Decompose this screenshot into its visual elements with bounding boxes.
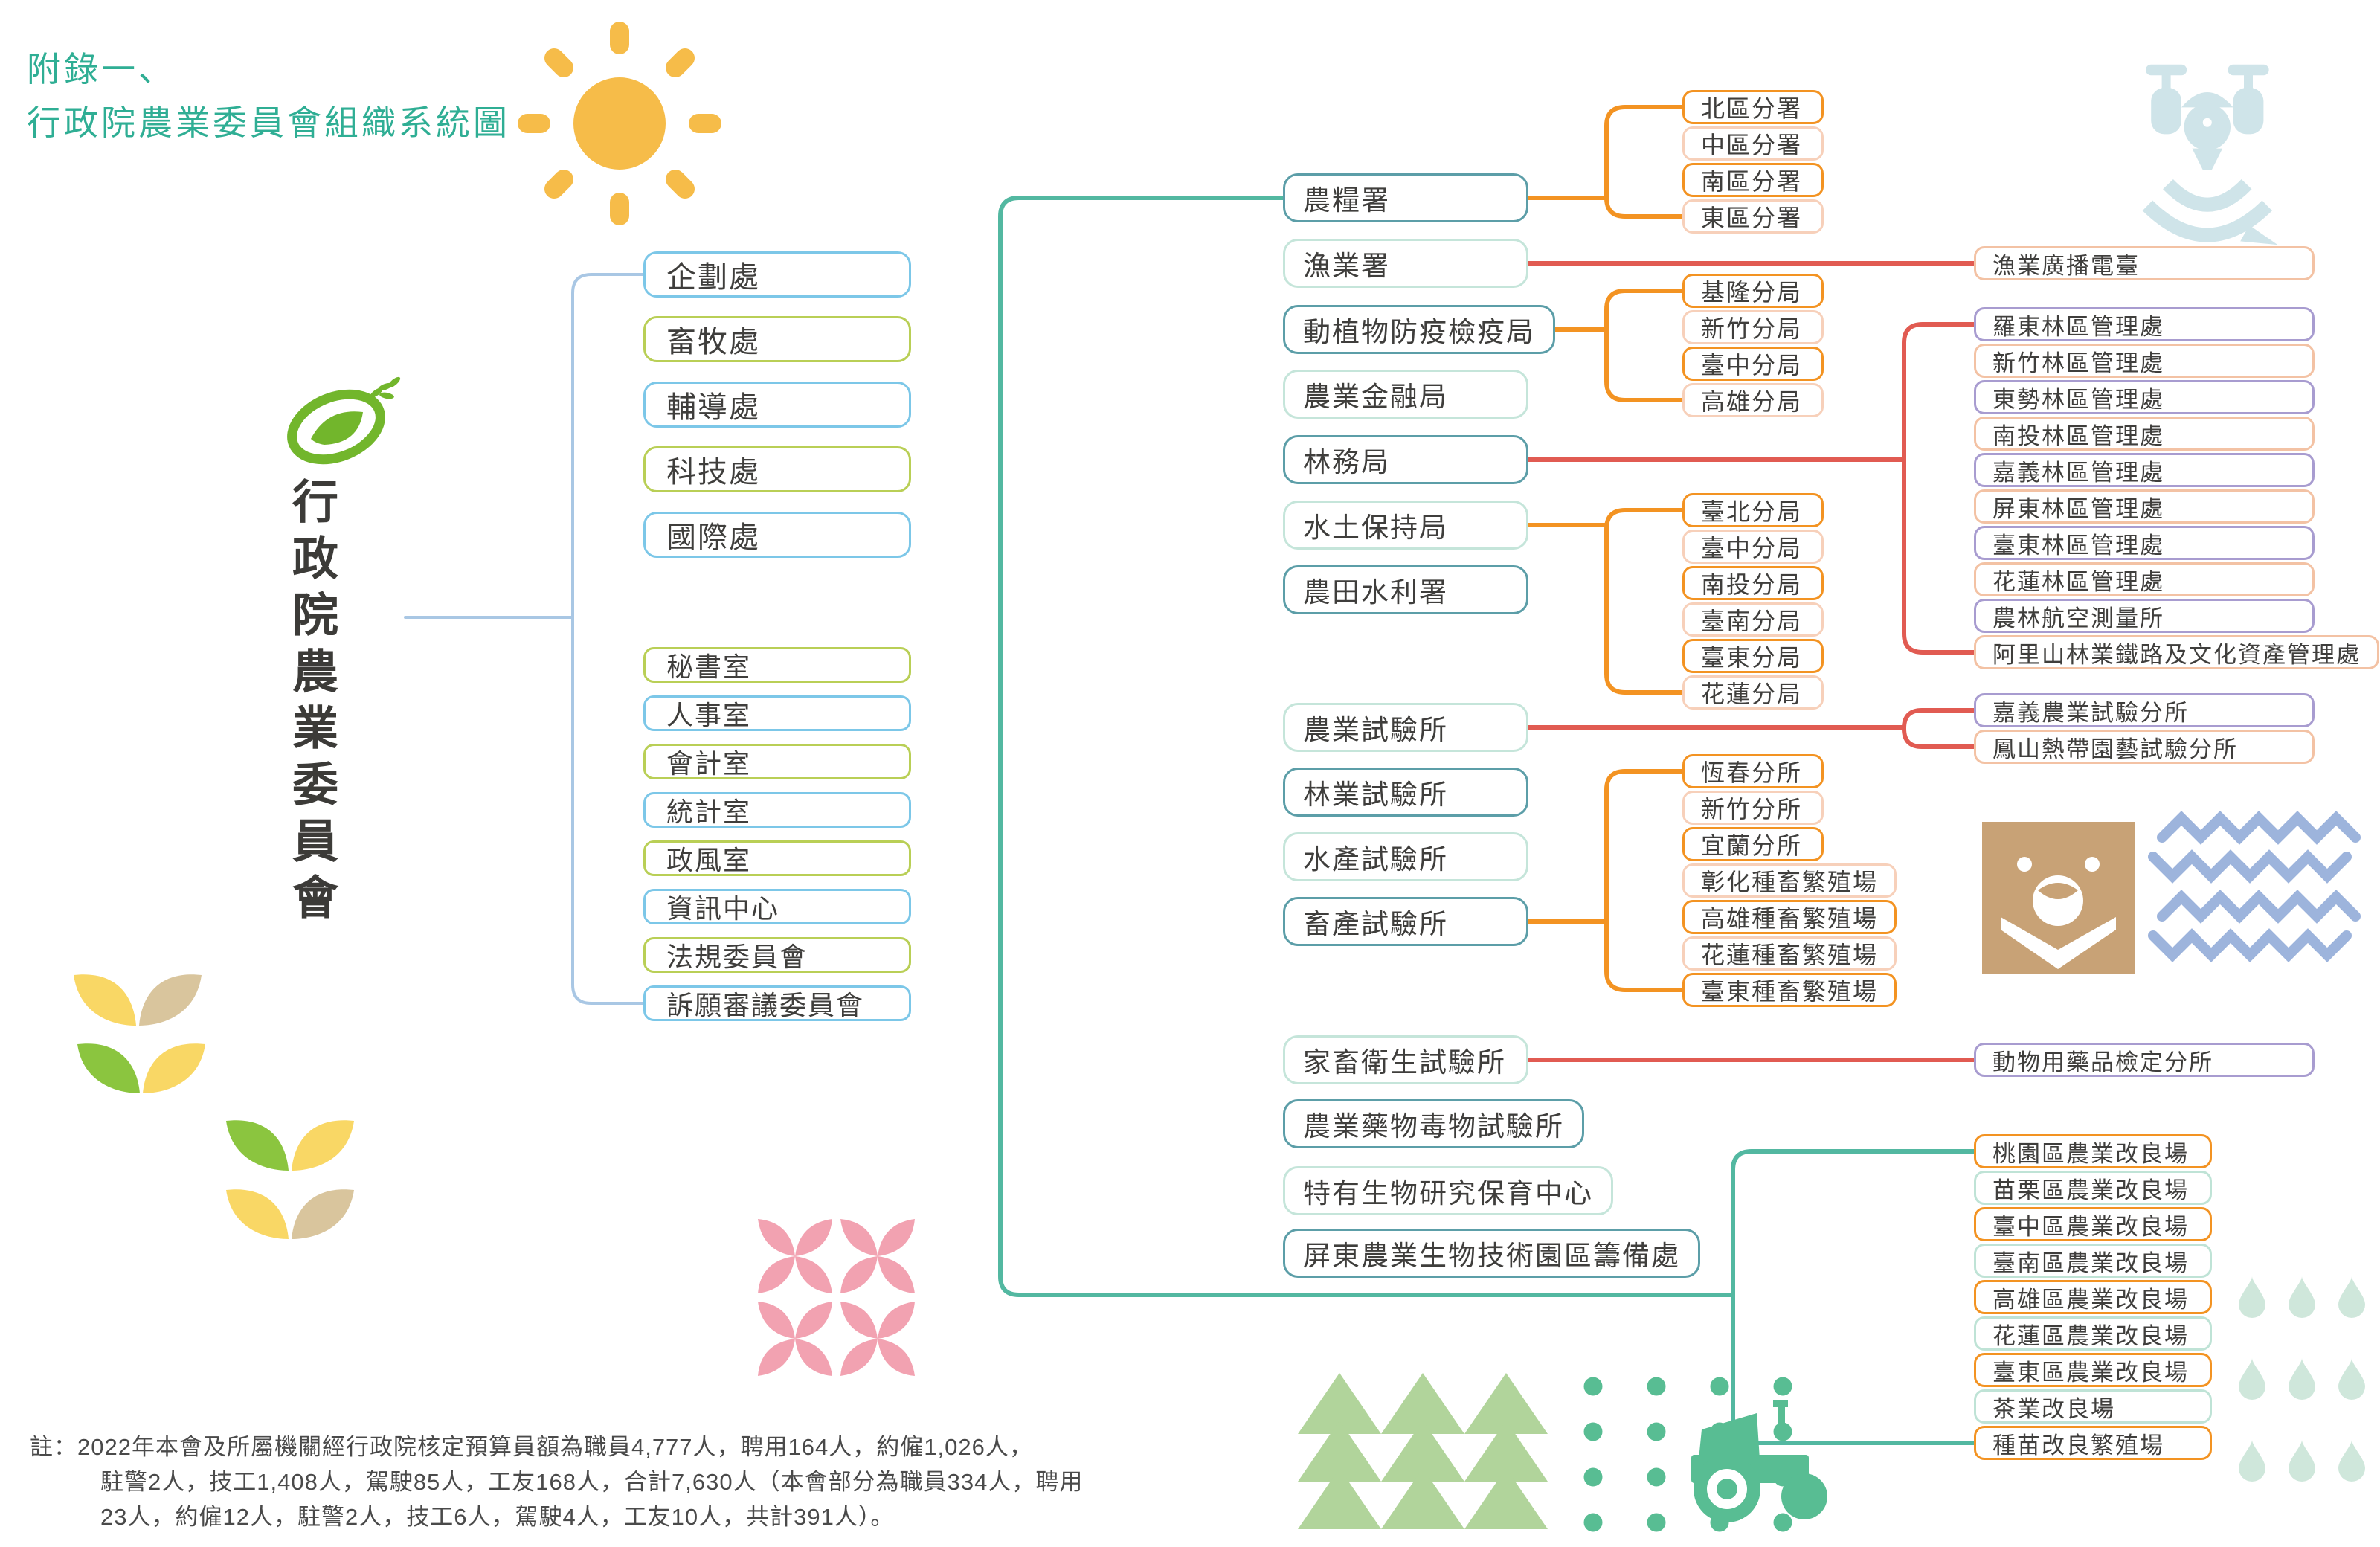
leaf-sprouts-icon xyxy=(74,974,354,1239)
title-line-1: 附錄一、 xyxy=(27,50,176,89)
connector-internal-units xyxy=(404,273,663,1005)
footnote-line-2: 駐警2人，技工1,408人，駕駛85人，工友168人，合計7,630人（本會部分… xyxy=(100,1469,1084,1496)
page-title: 附錄一、 行政院農業委員會組織系統圖 xyxy=(27,52,510,140)
footnote-line-3: 23人，約僱12人，駐警2人，技工6人，駕駛4人，工友10人，共計391人）。 xyxy=(100,1504,895,1531)
root-org-label: 行政院農業委員會 xyxy=(285,477,335,930)
title-line-2: 行政院農業委員會組織系統圖 xyxy=(27,103,510,142)
connector-orange-brackets xyxy=(1515,105,1705,992)
trees-icon xyxy=(1298,1373,1548,1529)
waves-icon xyxy=(2148,811,2361,962)
connector-red-brackets xyxy=(1515,261,1995,1062)
coa-logo xyxy=(287,376,401,465)
footnote-line-1: 註：2022年本會及所屬機關經行政院核定預算員額為職員4,777人，聘用164人… xyxy=(30,1434,1033,1460)
connector-agency-spine xyxy=(998,196,1995,1445)
footnote: 註：2022年本會及所屬機關經行政院核定預算員額為職員4,777人，聘用164人… xyxy=(30,1429,1083,1534)
drone-icon xyxy=(2142,64,2278,245)
tractor-icon xyxy=(1691,1400,1827,1522)
raindrops-icon xyxy=(2239,1276,2365,1482)
flowers-icon xyxy=(758,1219,915,1376)
bear-icon xyxy=(1982,822,2135,974)
sun-icon xyxy=(518,22,721,225)
dot-grid-icon xyxy=(1583,1377,1792,1532)
